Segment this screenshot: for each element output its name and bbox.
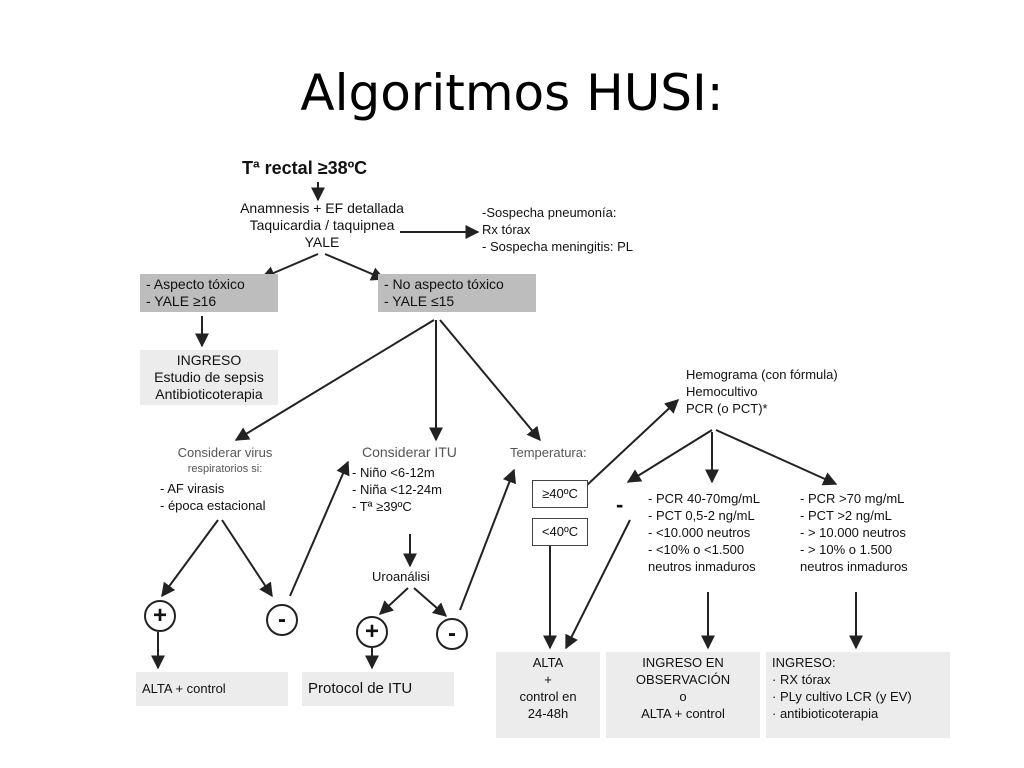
anamnesis-line-2: Taquicardia / taquipnea <box>249 217 395 233</box>
arrow-high-hemograma <box>585 399 680 487</box>
high-crit-3: - > 10.000 neutros <box>800 525 906 540</box>
sospecha-line-2: Rx tórax <box>482 222 531 237</box>
hemograma-block: Hemograma (con fórmula) Hemocultivo PCR … <box>686 366 838 417</box>
arrow-virus-minus <box>221 519 273 598</box>
uro-minus-circle: - <box>436 618 468 650</box>
itu-item-1: - Niño <6-12m <box>352 465 435 480</box>
observacion-line-4: ALTA + control <box>641 706 725 721</box>
itu-items: - Niño <6-12m - Niña <12-24m - Tª ≥39ºC <box>352 464 442 515</box>
anamnesis-block: Anamnesis + EF detallada Taquicardia / t… <box>232 200 412 251</box>
ingreso-final-box: INGRESO: · RX tórax · PLy cultivo LCR (y… <box>766 652 950 738</box>
toxic-box: - Aspecto tóxico - YALE ≥16 <box>140 274 278 312</box>
arrow-nontoxic-virus <box>234 319 435 441</box>
sospecha-block: -Sospecha pneumonía: Rx tórax - Sospecha… <box>482 204 633 255</box>
itu-item-2: - Niña <12-24m <box>352 482 442 497</box>
temp-high-box: ≥40ºC <box>532 480 588 508</box>
top-temperature-label: Tª rectal ≥38ºC <box>242 158 368 178</box>
nontoxic-box: - No aspecto tóxico - YALE ≤15 <box>378 274 536 312</box>
uro-plus-circle: + <box>356 616 388 648</box>
observacion-line-3: o <box>679 689 687 704</box>
virus-plus-circle: + <box>144 600 176 632</box>
temperatura-heading: Temperatura: <box>510 445 587 460</box>
ingreso-sepsis-line-1: INGRESO <box>176 352 242 368</box>
arrow-nontoxic-temp <box>439 319 541 442</box>
ingreso-final-line-4: · antibioticoterapia <box>772 706 879 721</box>
anamnesis-line-3: YALE <box>304 234 340 250</box>
virus-heading: Considerar virus respiratorios si: <box>160 444 290 478</box>
virus-line-2: respiratorios si: <box>187 463 263 475</box>
alta-control-box: ALTA + control <box>136 672 288 706</box>
high-crit-1: - PCR >70 mg/mL <box>800 491 905 506</box>
arrow-minus-itu <box>289 460 350 597</box>
temp-low-box: <40ºC <box>532 518 588 546</box>
ingreso-sepsis-line-3: Antibioticoterapia <box>155 386 263 402</box>
high-criteria: - PCR >70 mg/mL - PCT >2 ng/mL - > 10.00… <box>800 490 908 575</box>
alta-box-line-3: control en <box>519 689 577 704</box>
hemograma-line-3: PCR (o PCT)* <box>686 401 768 416</box>
toxic-line-1: - Aspecto tóxico <box>146 276 245 292</box>
mid-crit-3: - <10.000 neutros <box>648 525 751 540</box>
virus-line-1: Considerar virus <box>177 445 273 460</box>
hemograma-line-1: Hemograma (con fórmula) <box>686 367 838 382</box>
arrow-uro-plus <box>378 587 409 615</box>
arrow-hemo-minus <box>626 429 713 483</box>
alta-box-line-1: ALTA <box>532 655 564 670</box>
protocol-itu-box: Protocol de ITU <box>302 672 454 706</box>
virus-item-1: - AF virasis <box>160 481 225 496</box>
ingreso-final-line-2: · RX tórax <box>772 672 831 687</box>
arrow-mid-alta <box>565 519 631 650</box>
mid-crit-2: - PCT 0,5-2 ng/mL <box>648 508 755 523</box>
slide-title: Algoritmos HUSI: <box>300 64 724 122</box>
alta-box-line-4: 24-48h <box>527 706 569 721</box>
observacion-line-2: OBSERVACIÓN <box>635 672 731 687</box>
high-crit-4: - > 10% o 1.500 <box>800 542 893 557</box>
ingreso-final-line-1: INGRESO: <box>772 655 836 670</box>
virus-items: - AF virasis - época estacional <box>160 480 266 514</box>
arrow-virus-plus <box>161 519 219 598</box>
ingreso-sepsis-box: INGRESO Estudio de sepsis Antibioticoter… <box>140 350 278 405</box>
toxic-line-2: - YALE ≥16 <box>146 293 217 309</box>
arrow-minus-temp <box>459 468 516 611</box>
virus-minus-circle: - <box>266 604 298 636</box>
nontoxic-line-2: - YALE ≤15 <box>384 293 455 309</box>
uroanalisi-label: Uroanálisi <box>372 569 430 584</box>
mid-criteria: - PCR 40-70mg/mL - PCT 0,5-2 ng/mL - <10… <box>648 490 760 575</box>
arrow-hemo-high <box>715 429 838 486</box>
itu-item-3: - Tª ≥39ºC <box>352 499 412 514</box>
ingreso-final-line-3: · PLy cultivo LCR (y EV) <box>772 689 912 704</box>
hemo-minus-sign: - <box>616 492 624 517</box>
observacion-line-1: INGRESO EN <box>642 655 724 670</box>
ingreso-sepsis-line-2: Estudio de sepsis <box>154 369 264 385</box>
alta-24-48-box: ALTA + control en 24-48h <box>496 652 600 738</box>
high-crit-2: - PCT >2 ng/mL <box>800 508 892 523</box>
mid-crit-5: neutros inmaduros <box>648 559 756 574</box>
nontoxic-line-1: - No aspecto tóxico <box>384 276 504 292</box>
sospecha-line-1: -Sospecha pneumonía: <box>482 205 617 220</box>
itu-heading: Considerar ITU <box>362 444 457 460</box>
anamnesis-line-1: Anamnesis + EF detallada <box>240 200 404 216</box>
high-crit-5: neutros inmaduros <box>800 559 908 574</box>
alta-box-line-2: + <box>544 672 552 687</box>
mid-crit-4: - <10% o <1.500 <box>648 542 745 557</box>
sospecha-line-3: - Sospecha meningitis: PL <box>482 239 634 254</box>
hemograma-line-2: Hemocultivo <box>686 384 758 399</box>
observacion-box: INGRESO EN OBSERVACIÓN o ALTA + control <box>606 652 760 738</box>
virus-item-2: - época estacional <box>160 498 266 513</box>
arrow-uro-minus <box>413 587 448 617</box>
arrow-yale-nontoxic <box>324 253 386 281</box>
mid-crit-1: - PCR 40-70mg/mL <box>648 491 760 506</box>
